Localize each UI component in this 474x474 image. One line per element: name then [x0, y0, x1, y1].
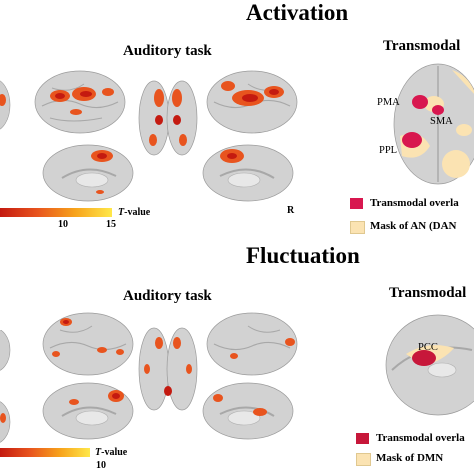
activation-colorbar-tick-15: 15 — [106, 219, 116, 230]
activation-legend-swatch-mask — [350, 221, 365, 234]
activation-colorbar-label: T-value — [118, 207, 151, 218]
fluctuation-brain-dorsal — [138, 327, 198, 411]
activation-legend-label-overlap: Transmodal overla — [370, 197, 459, 209]
fluctuation-brain-medial-left — [42, 382, 134, 440]
activation-legend-swatch-overlap — [350, 198, 363, 209]
fluctuation-legend-label-mask: Mask of DMN — [376, 452, 444, 464]
activation-brain-medial-right — [202, 144, 294, 202]
activation-transmodal-brain — [393, 63, 474, 185]
fluctuation-transmodal-brain — [385, 314, 474, 416]
activation-region-label-sma: SMA — [430, 116, 453, 127]
fluctuation-legend-swatch-overlap — [356, 433, 369, 444]
activation-brain-dorsal — [138, 80, 198, 156]
fluctuation-colorbar-tick-10: 10 — [96, 460, 106, 471]
activation-region-label-ppl: PPL — [379, 145, 398, 156]
fluctuation-task-title: Auditory task — [123, 288, 212, 304]
activation-orientation-label: R — [287, 205, 295, 216]
fluctuation-legend-swatch-mask — [356, 453, 371, 466]
fluctuation-brain-lateral-right — [206, 312, 298, 376]
fluctuation-region-label-pcc: PCC — [418, 342, 438, 353]
activation-brain-lateral-right — [206, 70, 298, 134]
fluctuation-title: Fluctuation — [246, 243, 360, 268]
fluctuation-brain-medial-right — [202, 382, 294, 440]
activation-region-label-pma: PMA — [377, 97, 400, 108]
fluctuation-brain-left-edge — [0, 330, 11, 443]
activation-task-title: Auditory task — [123, 43, 212, 59]
activation-brain-lateral-left — [34, 70, 126, 134]
activation-brain-medial-left — [42, 144, 134, 202]
activation-title: Activation — [246, 0, 349, 25]
activation-colorbar — [0, 208, 112, 217]
fluctuation-colorbar — [0, 448, 90, 457]
activation-colorbar-tick-10: 10 — [58, 219, 68, 230]
activation-brain-left-edge — [0, 80, 11, 130]
fluctuation-transmodal-title: Transmodal — [389, 285, 467, 301]
activation-legend-label-mask: Mask of AN (DAN — [370, 220, 457, 232]
activation-transmodal-title: Transmodal — [383, 38, 461, 54]
fluctuation-legend-label-overlap: Transmodal overla — [376, 432, 465, 444]
fluctuation-colorbar-label: T-value — [95, 447, 128, 458]
fluctuation-brain-lateral-left — [42, 312, 134, 376]
